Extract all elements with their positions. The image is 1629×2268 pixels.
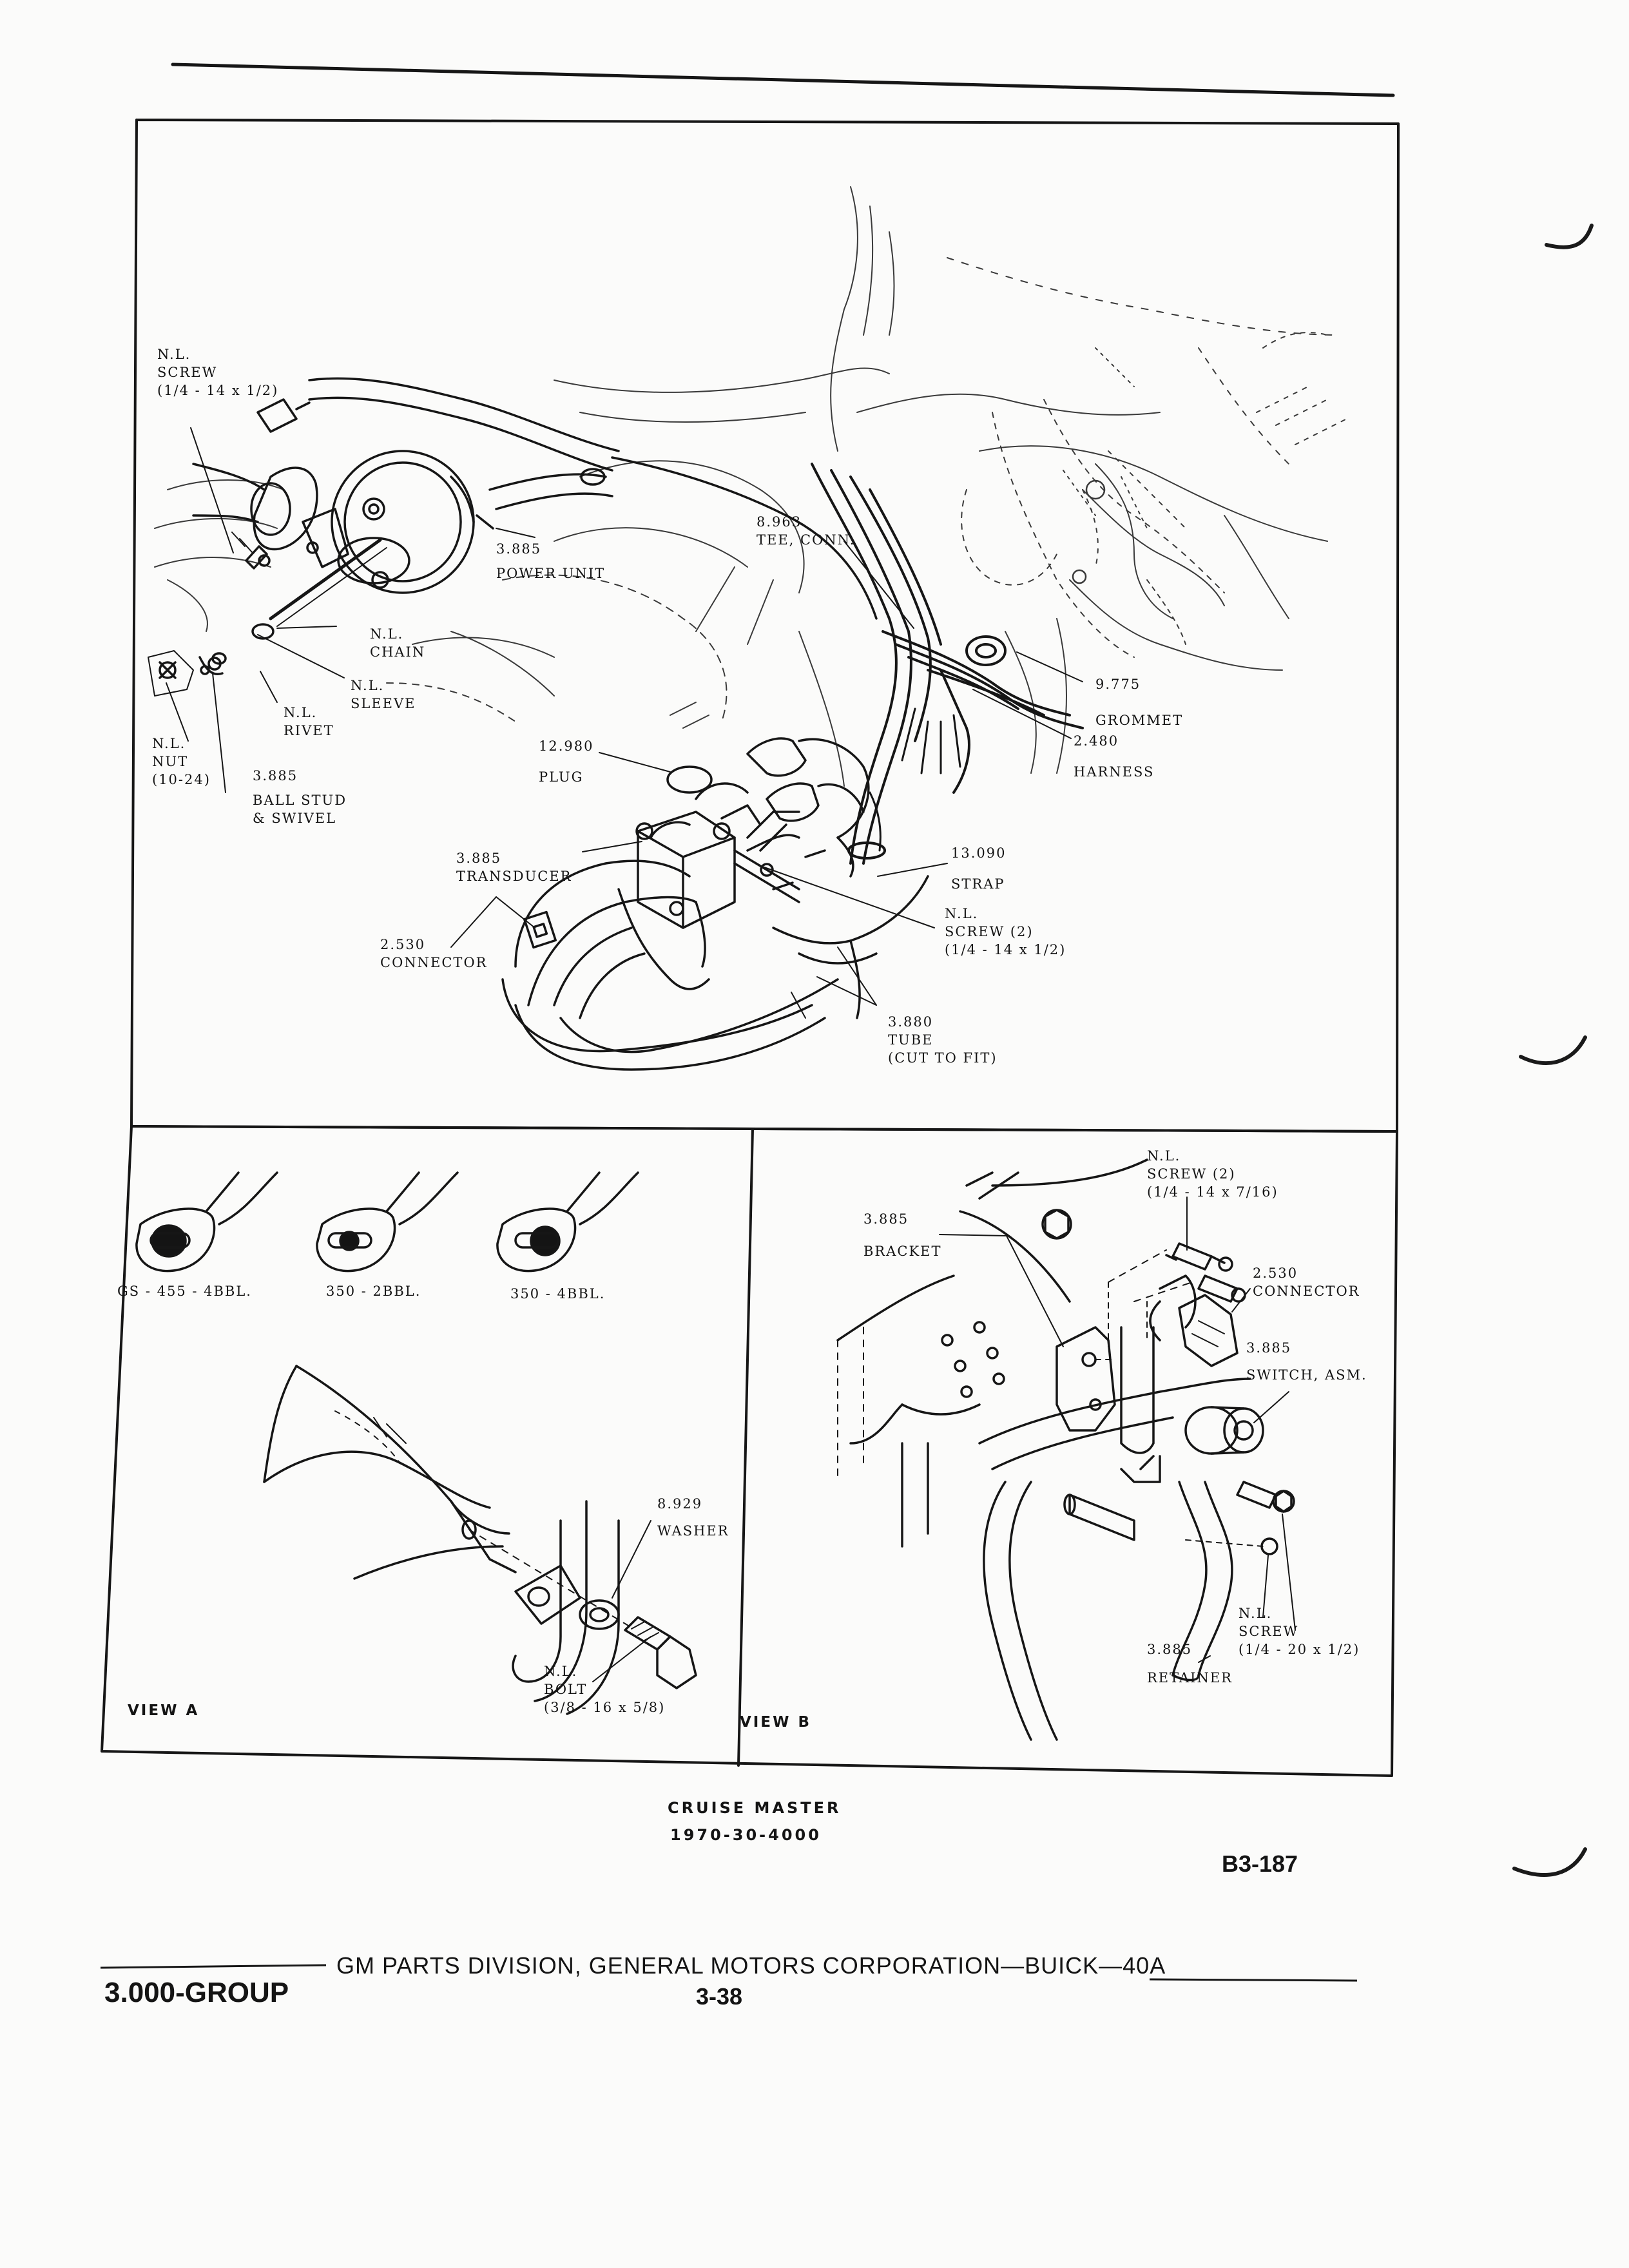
footer-publisher: GM PARTS DIVISION, GENERAL MOTORS CORPOR…	[336, 1952, 1166, 1979]
view-b-title: VIEW B	[740, 1714, 811, 1731]
label-connector-view-b: 2.530 CONNECTOR	[1253, 1265, 1360, 1299]
binding-marks	[1512, 224, 1594, 1877]
label-harness: 2.480 HARNESS	[1074, 733, 1155, 780]
figure-number: B3-187	[1222, 1850, 1298, 1877]
slot-label-350-2bbl: 350 - 2BBL.	[326, 1283, 421, 1299]
caption-title: CRUISE MASTER	[668, 1799, 842, 1817]
label-nl-screw-retainer: N.L. SCREW (1/4 - 20 x 1/2)	[1239, 1606, 1360, 1657]
view-a-bracket-bolt	[263, 1365, 697, 1715]
label-grommet: 9.775 GROMMET	[1095, 677, 1184, 728]
power-unit-servo	[148, 398, 494, 697]
tube-bundle	[811, 463, 1084, 865]
footer-page-number: 3-38	[696, 1983, 743, 2010]
main-view-frame	[130, 119, 1400, 1133]
label-nl-screw-strap: N.L. SCREW (2) (1/4 - 14 x 1/2)	[945, 906, 1066, 957]
label-strap: 13.090 STRAP	[951, 845, 1007, 892]
label-nl-rivet: N.L. RIVET	[284, 705, 334, 738]
label-nl-chain: N.L. CHAIN	[370, 626, 426, 660]
label-tube: 3.880 TUBE (CUT TO FIT)	[888, 1014, 998, 1066]
lower-views-frame	[101, 1125, 1398, 1777]
tube-loops	[501, 737, 929, 1071]
label-power-unit: 3.885 POWER UNIT	[496, 541, 606, 581]
footer-group: 3.000-GROUP	[104, 1977, 289, 2008]
view-b-pedal-assembly	[836, 1158, 1296, 1741]
header-rule	[171, 62, 1395, 97]
slot-label-350-4bbl: 350 - 4BBL.	[510, 1286, 606, 1302]
caption-code: 1970-30-4000	[670, 1826, 822, 1844]
vacuum-hoses	[308, 377, 878, 620]
view-a-title: VIEW A	[128, 1702, 200, 1719]
label-connector-main: 2.530 CONNECTOR	[380, 937, 488, 970]
label-nl-screw-top: N.L. SCREW (1/4 - 14 x 1/2)	[157, 347, 279, 398]
footer-rules	[100, 1964, 1358, 1982]
label-nl-bolt: N.L. BOLT (3/8 - 16 x 5/8)	[544, 1664, 666, 1715]
label-nl-sleeve: N.L. SLEEVE	[351, 678, 416, 711]
view-divider	[737, 1128, 754, 1767]
transducer-body	[617, 782, 800, 990]
label-switch-asm: 3.885 SWITCH, ASM.	[1246, 1340, 1367, 1383]
label-transducer: 3.885 TRANSDUCER	[456, 850, 572, 884]
label-washer: 8.929 WASHER	[657, 1496, 729, 1539]
label-plug: 12.980 PLUG	[539, 738, 594, 785]
slot-label-gs-455: GS - 455 - 4BBL.	[117, 1283, 252, 1299]
label-nl-screw-view-b: N.L. SCREW (2) (1/4 - 14 x 7/16)	[1147, 1148, 1278, 1200]
label-retainer: 3.885 RETAINER	[1147, 1642, 1233, 1686]
label-bracket: 3.885 BRACKET	[863, 1211, 942, 1259]
main-view-leader-lines	[166, 427, 1083, 1019]
label-tee-conn: 8.963 TEE, CONN.	[757, 514, 856, 548]
label-nl-nut: N.L. NUT (10-24)	[152, 736, 211, 787]
view-a-slots	[135, 1171, 639, 1273]
label-ball-stud-swivel: 3.885 BALL STUD & SWIVEL	[253, 768, 347, 826]
